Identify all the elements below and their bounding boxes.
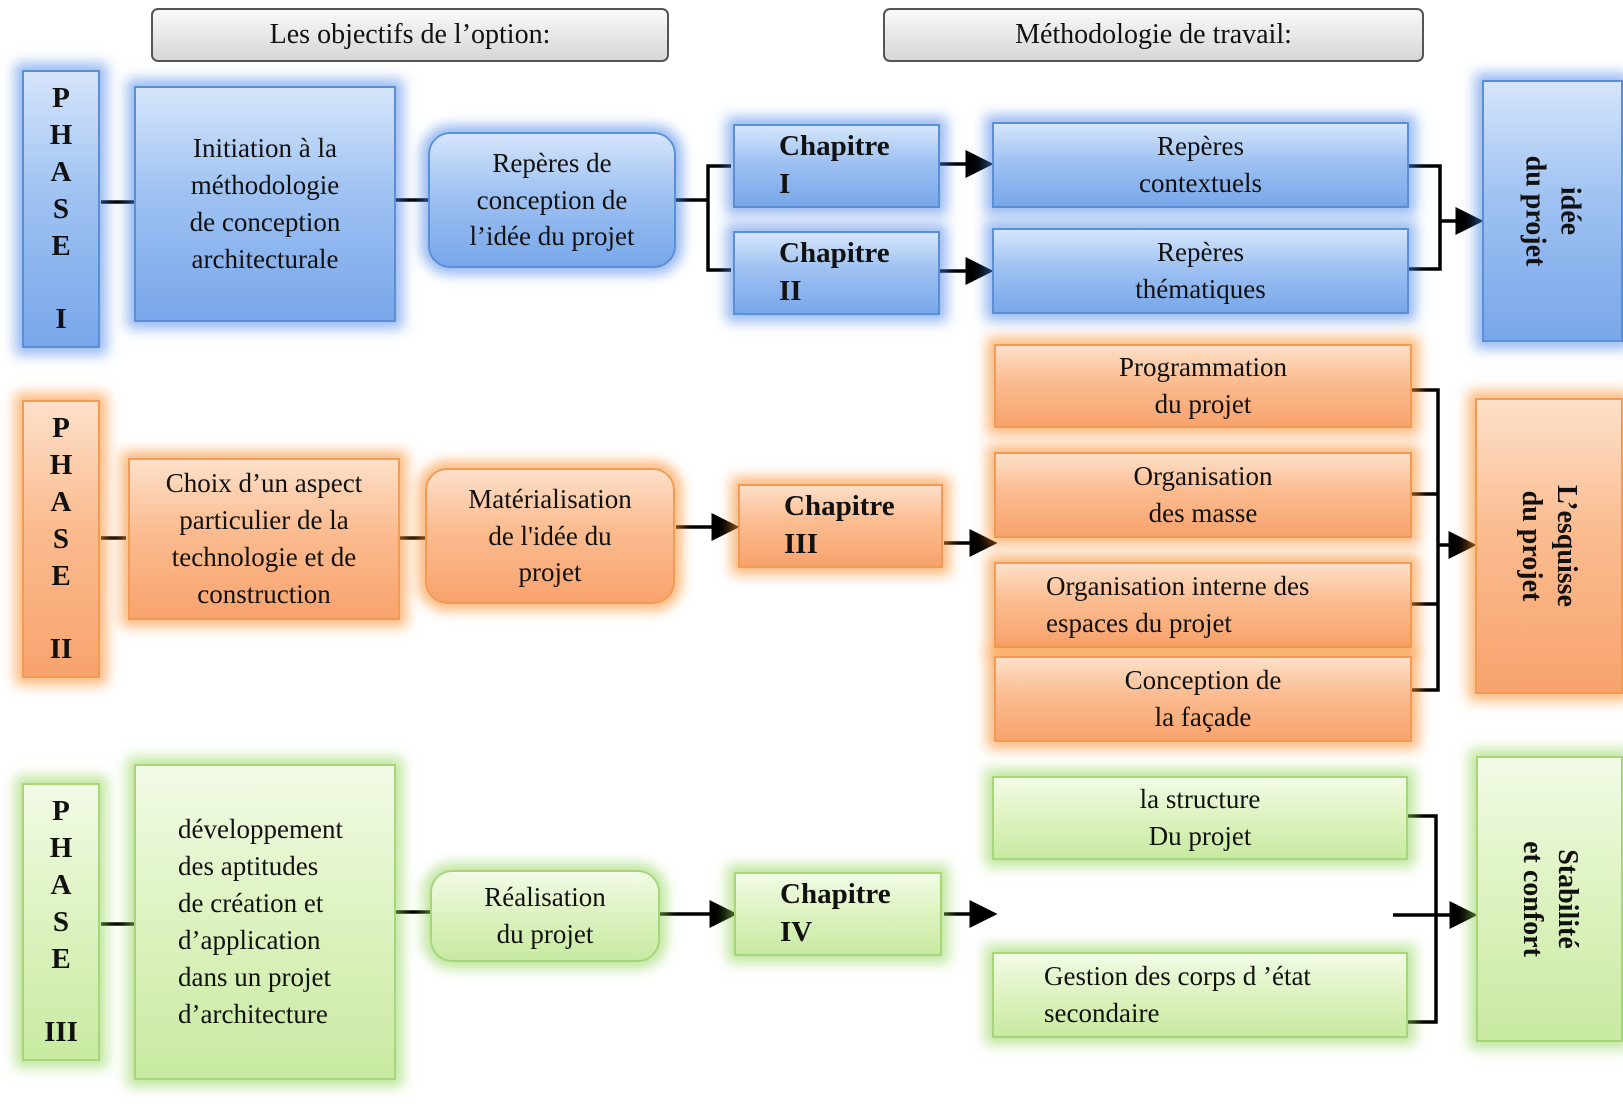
step-text: la structure Du projet	[1139, 784, 1261, 851]
phase-2-objective-text: Choix d’un aspect particulier de la tech…	[165, 468, 363, 609]
step-text: Gestion des corps d ’état secondaire	[1044, 961, 1311, 1028]
phase-letter: H	[49, 831, 73, 864]
chapter-1-text: Chapitre I	[779, 130, 890, 200]
phase-3-theme-text: Réalisation du projet	[484, 882, 606, 949]
phase-3-objective: développement des aptitudes de création …	[134, 764, 396, 1080]
chapter-2-text: Chapitre II	[779, 237, 890, 307]
phase-2-label: P H A S E II	[22, 400, 100, 678]
bracket-phase1	[1409, 164, 1442, 271]
phase-1-label: P H A S E I	[22, 70, 100, 348]
chapter-3: Chapitre III	[738, 484, 943, 568]
phase-letter: S	[52, 523, 70, 555]
bracket-phase2	[1412, 388, 1440, 692]
step-structure: la structure Du projet	[992, 776, 1408, 860]
step-text: Repères contextuels	[1139, 131, 1262, 198]
step-text: Organisation interne des espaces du proj…	[1046, 571, 1310, 638]
phase-letter: S	[52, 906, 70, 938]
phase-2-theme-text: Matérialisation de l'idée du projet	[468, 483, 632, 588]
phase-letter: H	[49, 118, 73, 151]
step-text: Repères thématiques	[1135, 237, 1266, 304]
fork-chapter1-2	[706, 164, 731, 272]
phase-letter: P	[52, 81, 70, 114]
outcome-idee-du-projet: idée du projet	[1482, 80, 1623, 342]
phase-numeral: II	[49, 633, 73, 666]
outcome-3-text: Stabilité et confort	[1516, 841, 1583, 957]
phase-1-objective: Initiation à la méthodologie de concepti…	[134, 86, 396, 322]
phase-letter: E	[51, 560, 71, 593]
step-programmation: Programmation du projet	[994, 344, 1412, 428]
step-conception-facade: Conception de la façade	[994, 656, 1412, 742]
phase-letter: P	[52, 411, 70, 444]
step-organisation-interne: Organisation interne des espaces du proj…	[994, 562, 1412, 648]
phase-2-theme: Matérialisation de l'idée du projet	[425, 468, 675, 604]
phase-letter: A	[50, 868, 72, 901]
phase-1-objective-text: Initiation à la méthodologie de concepti…	[189, 133, 341, 274]
methodology-header: Méthodologie de travail:	[883, 8, 1424, 62]
phase-letter: A	[50, 155, 72, 188]
outcome-esquisse: L’esquisse du projet	[1475, 398, 1623, 694]
step-gestion-corps-etat: Gestion des corps d ’état secondaire	[992, 952, 1408, 1038]
phase-3-label: P H A S E III	[22, 783, 100, 1061]
step-organisation-masse: Organisation des masse	[994, 452, 1412, 538]
phase-3-objective-text: développement des aptitudes de création …	[178, 814, 343, 1029]
methodology-header-label: Méthodologie de travail:	[1015, 19, 1292, 50]
phase-1-theme-text: Repères de conception de l’idée du proje…	[469, 147, 635, 252]
phase-2-objective: Choix d’un aspect particulier de la tech…	[128, 458, 400, 620]
phase-3-theme: Réalisation du projet	[430, 870, 660, 962]
chapter-1: Chapitre I	[733, 124, 940, 208]
step-text: Conception de la façade	[1124, 665, 1282, 732]
phase-letter: P	[52, 794, 70, 827]
step-text: Organisation des masse	[1133, 461, 1273, 528]
phase-letter: S	[52, 193, 70, 225]
phase-letter: H	[49, 448, 73, 481]
chapter-4-text: Chapitre IV	[780, 878, 891, 948]
chapter-4: Chapitre IV	[734, 872, 942, 956]
step-reperes-contextuels: Repères contextuels	[992, 122, 1409, 208]
objectives-header: Les objectifs de l’option:	[151, 8, 669, 62]
step-reperes-thematiques: Repères thématiques	[992, 228, 1409, 314]
phase-1-theme: Repères de conception de l’idée du proje…	[428, 132, 676, 268]
phase-letter: A	[50, 485, 72, 518]
phase-numeral: III	[44, 1016, 78, 1049]
outcome-1-text: idée du projet	[1519, 155, 1586, 267]
chapter-3-text: Chapitre III	[784, 490, 895, 560]
objectives-header-label: Les objectifs de l’option:	[269, 19, 551, 50]
phase-letter: E	[51, 943, 71, 976]
outcome-2-text: L’esquisse du projet	[1516, 485, 1582, 607]
phase-numeral: I	[55, 303, 67, 336]
outcome-stabilite-confort: Stabilité et confort	[1476, 756, 1623, 1042]
step-text: Programmation du projet	[1119, 352, 1287, 419]
chapter-2: Chapitre II	[733, 231, 940, 315]
phase-letter: E	[51, 230, 71, 263]
